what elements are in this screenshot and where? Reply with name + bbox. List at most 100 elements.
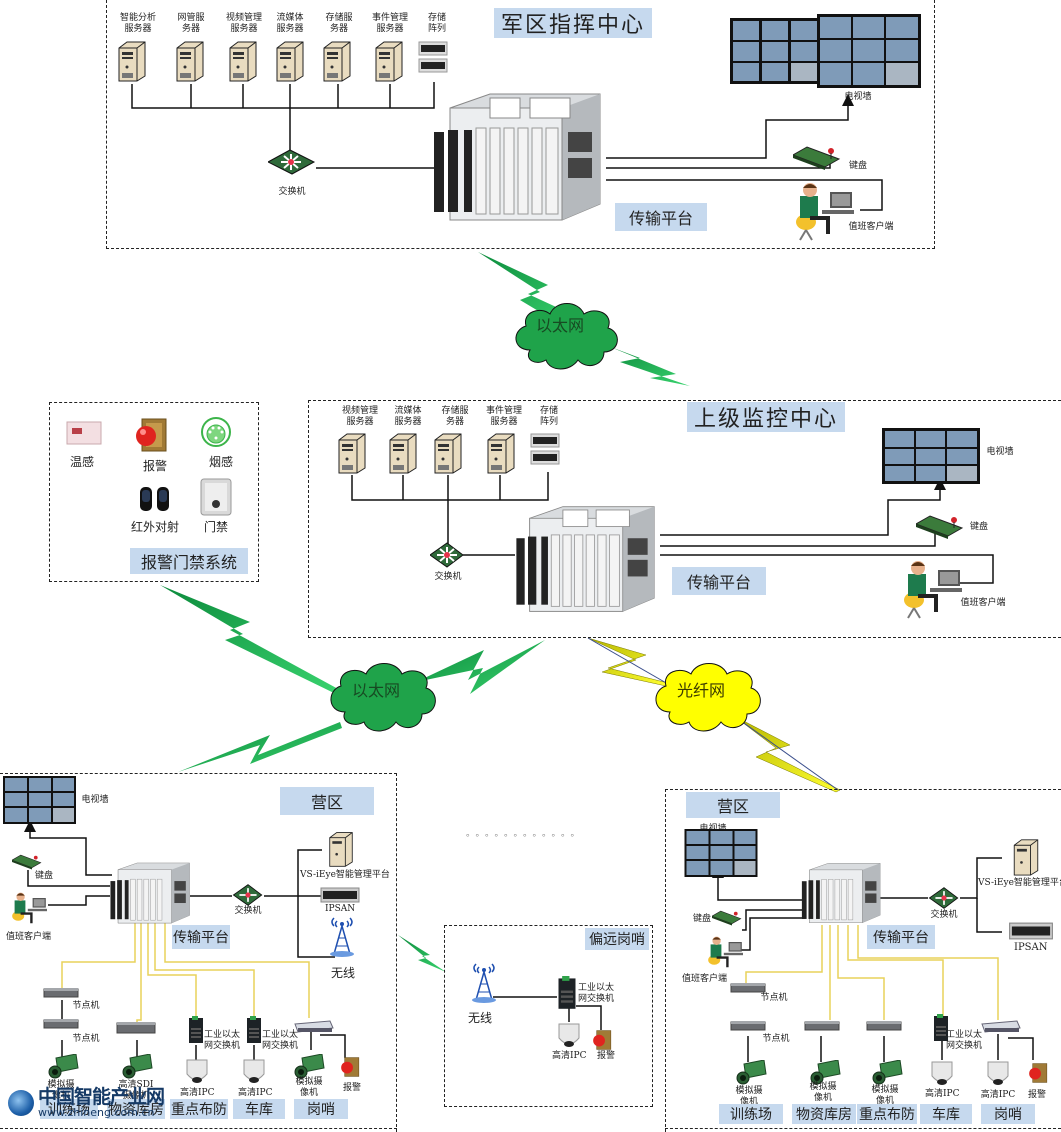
cloud-left [330, 663, 436, 732]
sdi-camera-icon [122, 1054, 153, 1079]
camp-left-links [24, 820, 346, 1062]
alarm-system-box [49, 402, 259, 582]
hq-client-label: 值班客户端 [848, 222, 894, 232]
industrial-switch-icon [934, 1014, 948, 1041]
camp-right-yellow-links [745, 925, 999, 1020]
node-machine-icon [730, 983, 766, 993]
upper-tv-wall-icon [882, 428, 980, 484]
device-label: 模拟摄 像机 [295, 1077, 323, 1098]
ellipsis: 。。。。。。。。。。。。 [466, 829, 585, 839]
camp-right-keyboard-icon [712, 910, 742, 926]
device-label: 模拟摄 像机 [735, 1086, 763, 1107]
dome-ipc-icon [931, 1061, 953, 1085]
upper-keyboard-icon [916, 515, 964, 539]
hq-switch-label: 交换机 [278, 187, 306, 197]
device-label: 模拟摄 像机 [871, 1085, 899, 1106]
server-icon [229, 41, 257, 82]
analog-camera-icon [810, 1060, 841, 1085]
camp-right-switch-icon [928, 887, 959, 909]
camp-left-yellow-links [61, 920, 310, 1025]
upper-tv-wall-label: 电视墙 [986, 447, 1014, 457]
camp-left-bottom-border [0, 1128, 397, 1132]
zone-tag: 重点布防 [857, 1104, 917, 1124]
device-label: 高清IPC [925, 1089, 960, 1099]
camp-right-bottom-border [665, 1128, 1061, 1132]
alarm-button-icon [341, 1057, 360, 1077]
device-label: 高清IPC [180, 1088, 215, 1098]
zone-tag: 车库 [920, 1104, 972, 1124]
device-label: 模拟摄 像机 [47, 1080, 75, 1101]
analog-camera-icon [48, 1054, 79, 1079]
analog-camera-icon [736, 1060, 767, 1085]
camp-left-tv-wall-icon [3, 776, 76, 824]
device-label: 工业以太 网交换机 [946, 1030, 983, 1051]
camp-left-box [0, 773, 397, 1132]
remote-wireless-label: 无线 [468, 1011, 493, 1025]
device-label: 高清IPC [980, 1090, 1016, 1100]
zone-tag: 车库 [233, 1099, 285, 1119]
infrared-beam-icon [140, 487, 169, 511]
hq-platform-label: 传输平台 [615, 203, 707, 231]
node-machine-icon [804, 1021, 840, 1031]
dvr-device-icon [981, 1020, 1021, 1033]
upper-client-operator-icon [904, 561, 962, 619]
node-machine-icon [43, 1019, 79, 1029]
camp-left-keyboard-icon [12, 854, 42, 870]
cloud-right [655, 663, 761, 732]
watermark-url: www.zhineng.com.cn [38, 1106, 155, 1119]
server-label: 事件管理 服务器 [485, 406, 522, 427]
alarm-item-label: 红外对射 [131, 520, 180, 534]
node-machine-icon [730, 1021, 766, 1031]
camp-left-title: 营区 [280, 787, 374, 815]
storage-label: 存储 阵列 [427, 13, 446, 34]
camp-right-switch-label: 交换机 [930, 910, 958, 920]
alarm-button-icon [136, 418, 167, 452]
device-label: 模拟摄 像机 [809, 1082, 837, 1103]
access-control-icon [200, 478, 232, 516]
device-label: 高清SDI 摄像机 [118, 1080, 154, 1101]
storage-array-icon [530, 433, 560, 465]
hq-transmission-rack-icon [434, 93, 601, 221]
remote-ipc-label: 高清IPC [552, 1051, 587, 1061]
camp-right-transmission-rack-icon [801, 863, 881, 923]
node-label: 节点机 [72, 1034, 100, 1044]
camp-left-wireless-label: 无线 [331, 966, 356, 980]
industrial-switch-icon [189, 1016, 203, 1043]
node-label: 节点机 [760, 993, 788, 1003]
device-label: 报警 [342, 1083, 361, 1093]
server-label: 事件管理 服务器 [371, 13, 408, 34]
server-label: 网管服 务器 [177, 13, 205, 34]
upper-center-box [308, 400, 1061, 638]
server-label: 智能分析 服务器 [119, 13, 156, 34]
camp-left-client-operator-icon [12, 892, 47, 924]
camp-right-mgmt-label: VS-iEye智能管理平台 [978, 878, 1061, 888]
camp-right-tv-wall-icon [684, 829, 758, 877]
alarm-button-icon [1029, 1063, 1048, 1083]
upper-switch-label: 交换机 [434, 572, 462, 582]
server-icon [389, 433, 417, 474]
upper-client-label: 值班客户端 [960, 598, 1006, 608]
zone-tag: 重点布防 [170, 1099, 228, 1119]
upper-transmission-rack-icon [516, 506, 655, 612]
server-label: 视频管理 服务器 [225, 13, 262, 34]
zone-tag: 岗哨 [294, 1099, 348, 1119]
hq-client-operator-icon [796, 183, 854, 241]
camp-right-mgmt-server-icon [1013, 839, 1039, 876]
device-label: 工业以太 网交换机 [262, 1030, 299, 1051]
node-machine-icon [43, 988, 79, 998]
remote-wireless-tower-icon [472, 963, 496, 1003]
hq-switch-icon [268, 149, 316, 175]
upper-links [351, 472, 994, 584]
cloud-top [515, 303, 618, 370]
hq-tv-wall-icon [817, 14, 921, 88]
camp-right-platform-label: 传输平台 [867, 925, 935, 949]
camp-left-switch-icon [232, 884, 263, 906]
temperature-sensor-icon [66, 421, 102, 445]
zone-tag: 物资库房 [107, 1099, 165, 1119]
remote-post-box [444, 925, 653, 1107]
storage-array-icon [418, 41, 448, 73]
camp-right-ipsan-label: IPSAN [1014, 942, 1048, 953]
hq-tv-wall-icon [730, 18, 820, 84]
camp-left-mgmt-label: VS-iEye智能管理平台 [300, 870, 390, 880]
